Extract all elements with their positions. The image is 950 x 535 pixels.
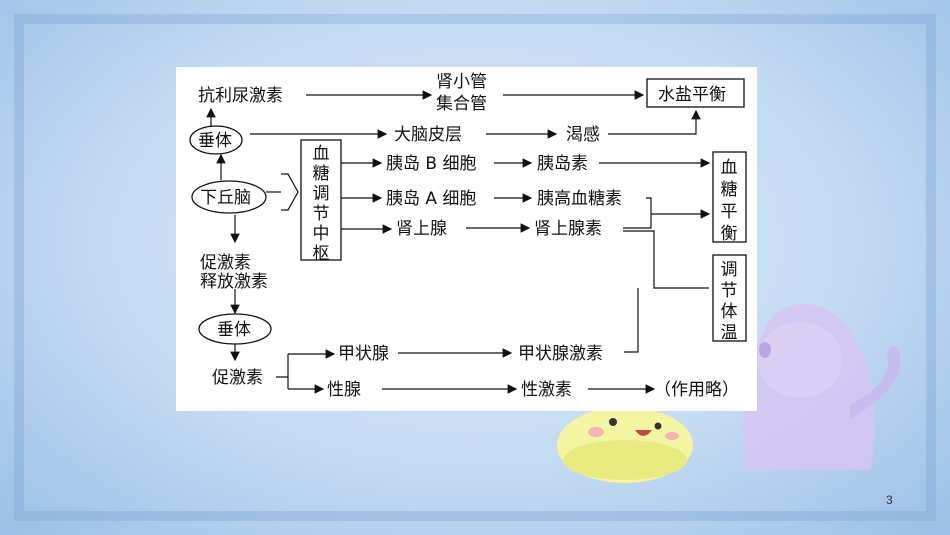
adrenaline-label: 肾上腺素	[534, 219, 602, 239]
cat-illustration	[743, 303, 901, 470]
blob-illustration	[557, 407, 693, 483]
kidney-tubule-label: 肾小管	[436, 72, 487, 92]
chevron-connector	[281, 173, 299, 211]
water-salt-box	[646, 78, 745, 108]
hypothalamus-label: 下丘脑	[200, 188, 251, 208]
glucose-center-vertical: 血糖调节中枢	[313, 144, 330, 264]
endocrine-regulation-diagram: 抗利尿激素 肾小管 集合管 水盐平衡 垂体 大脑皮层 渴感 下丘脑 胰岛 B 细…	[189, 72, 747, 400]
adh-label: 抗利尿激素	[198, 86, 283, 106]
arrow-thirst-to-water-salt	[608, 109, 701, 135]
gonad-label: 性腺	[327, 380, 361, 400]
water-salt-label: 水盐平衡	[658, 85, 726, 105]
glucose-balance-box	[712, 151, 747, 243]
beta-cell-label: 胰岛 B 细胞	[386, 154, 476, 174]
pituitary-bottom-ellipse	[198, 313, 272, 345]
tropic-hormone-label: 促激素	[212, 368, 263, 388]
cerebral-cortex-label: 大脑皮层	[394, 125, 462, 145]
pituitary-top-label: 垂体	[198, 131, 232, 151]
slide-frame	[14, 14, 936, 521]
temperature-vertical: 调节体温	[721, 260, 738, 343]
action-omitted-label: （作用略）	[654, 380, 739, 400]
thirst-label: 渴感	[566, 125, 600, 145]
hypothalamus-ellipse	[191, 180, 267, 214]
glucagon-label: 胰高血糖素	[537, 189, 622, 209]
connector-thyroxine-temperature	[624, 288, 639, 353]
collecting-duct-label: 集合管	[436, 94, 487, 114]
adrenal-label: 肾上腺	[396, 219, 447, 239]
bracket-glucagon-adrenaline	[623, 197, 652, 229]
connector-tropic-up	[276, 354, 289, 378]
releasing-hormone-line2: 释放激素	[200, 272, 268, 292]
sex-hormone-label: 性激素	[521, 380, 572, 400]
pituitary-bottom-label: 垂体	[217, 320, 251, 340]
insulin-label: 胰岛素	[537, 154, 588, 174]
alpha-cell-label: 胰岛 A 细胞	[386, 189, 476, 209]
diagram-panel: 抗利尿激素 肾小管 集合管 水盐平衡 垂体 大脑皮层 渴感 下丘脑 胰岛 B 细…	[176, 67, 757, 411]
glucose-center-box	[300, 139, 342, 261]
glucose-balance-vertical: 血糖平衡	[721, 158, 738, 244]
releasing-hormone-line1: 促激素	[200, 253, 251, 273]
temperature-box	[712, 254, 747, 342]
connector-adrenaline-temperature	[623, 230, 709, 289]
page-number: 3	[886, 493, 893, 507]
thyroid-label: 甲状腺	[338, 344, 389, 364]
pituitary-top-ellipse	[189, 125, 243, 155]
thyroxine-label: 甲状腺激素	[518, 344, 603, 364]
